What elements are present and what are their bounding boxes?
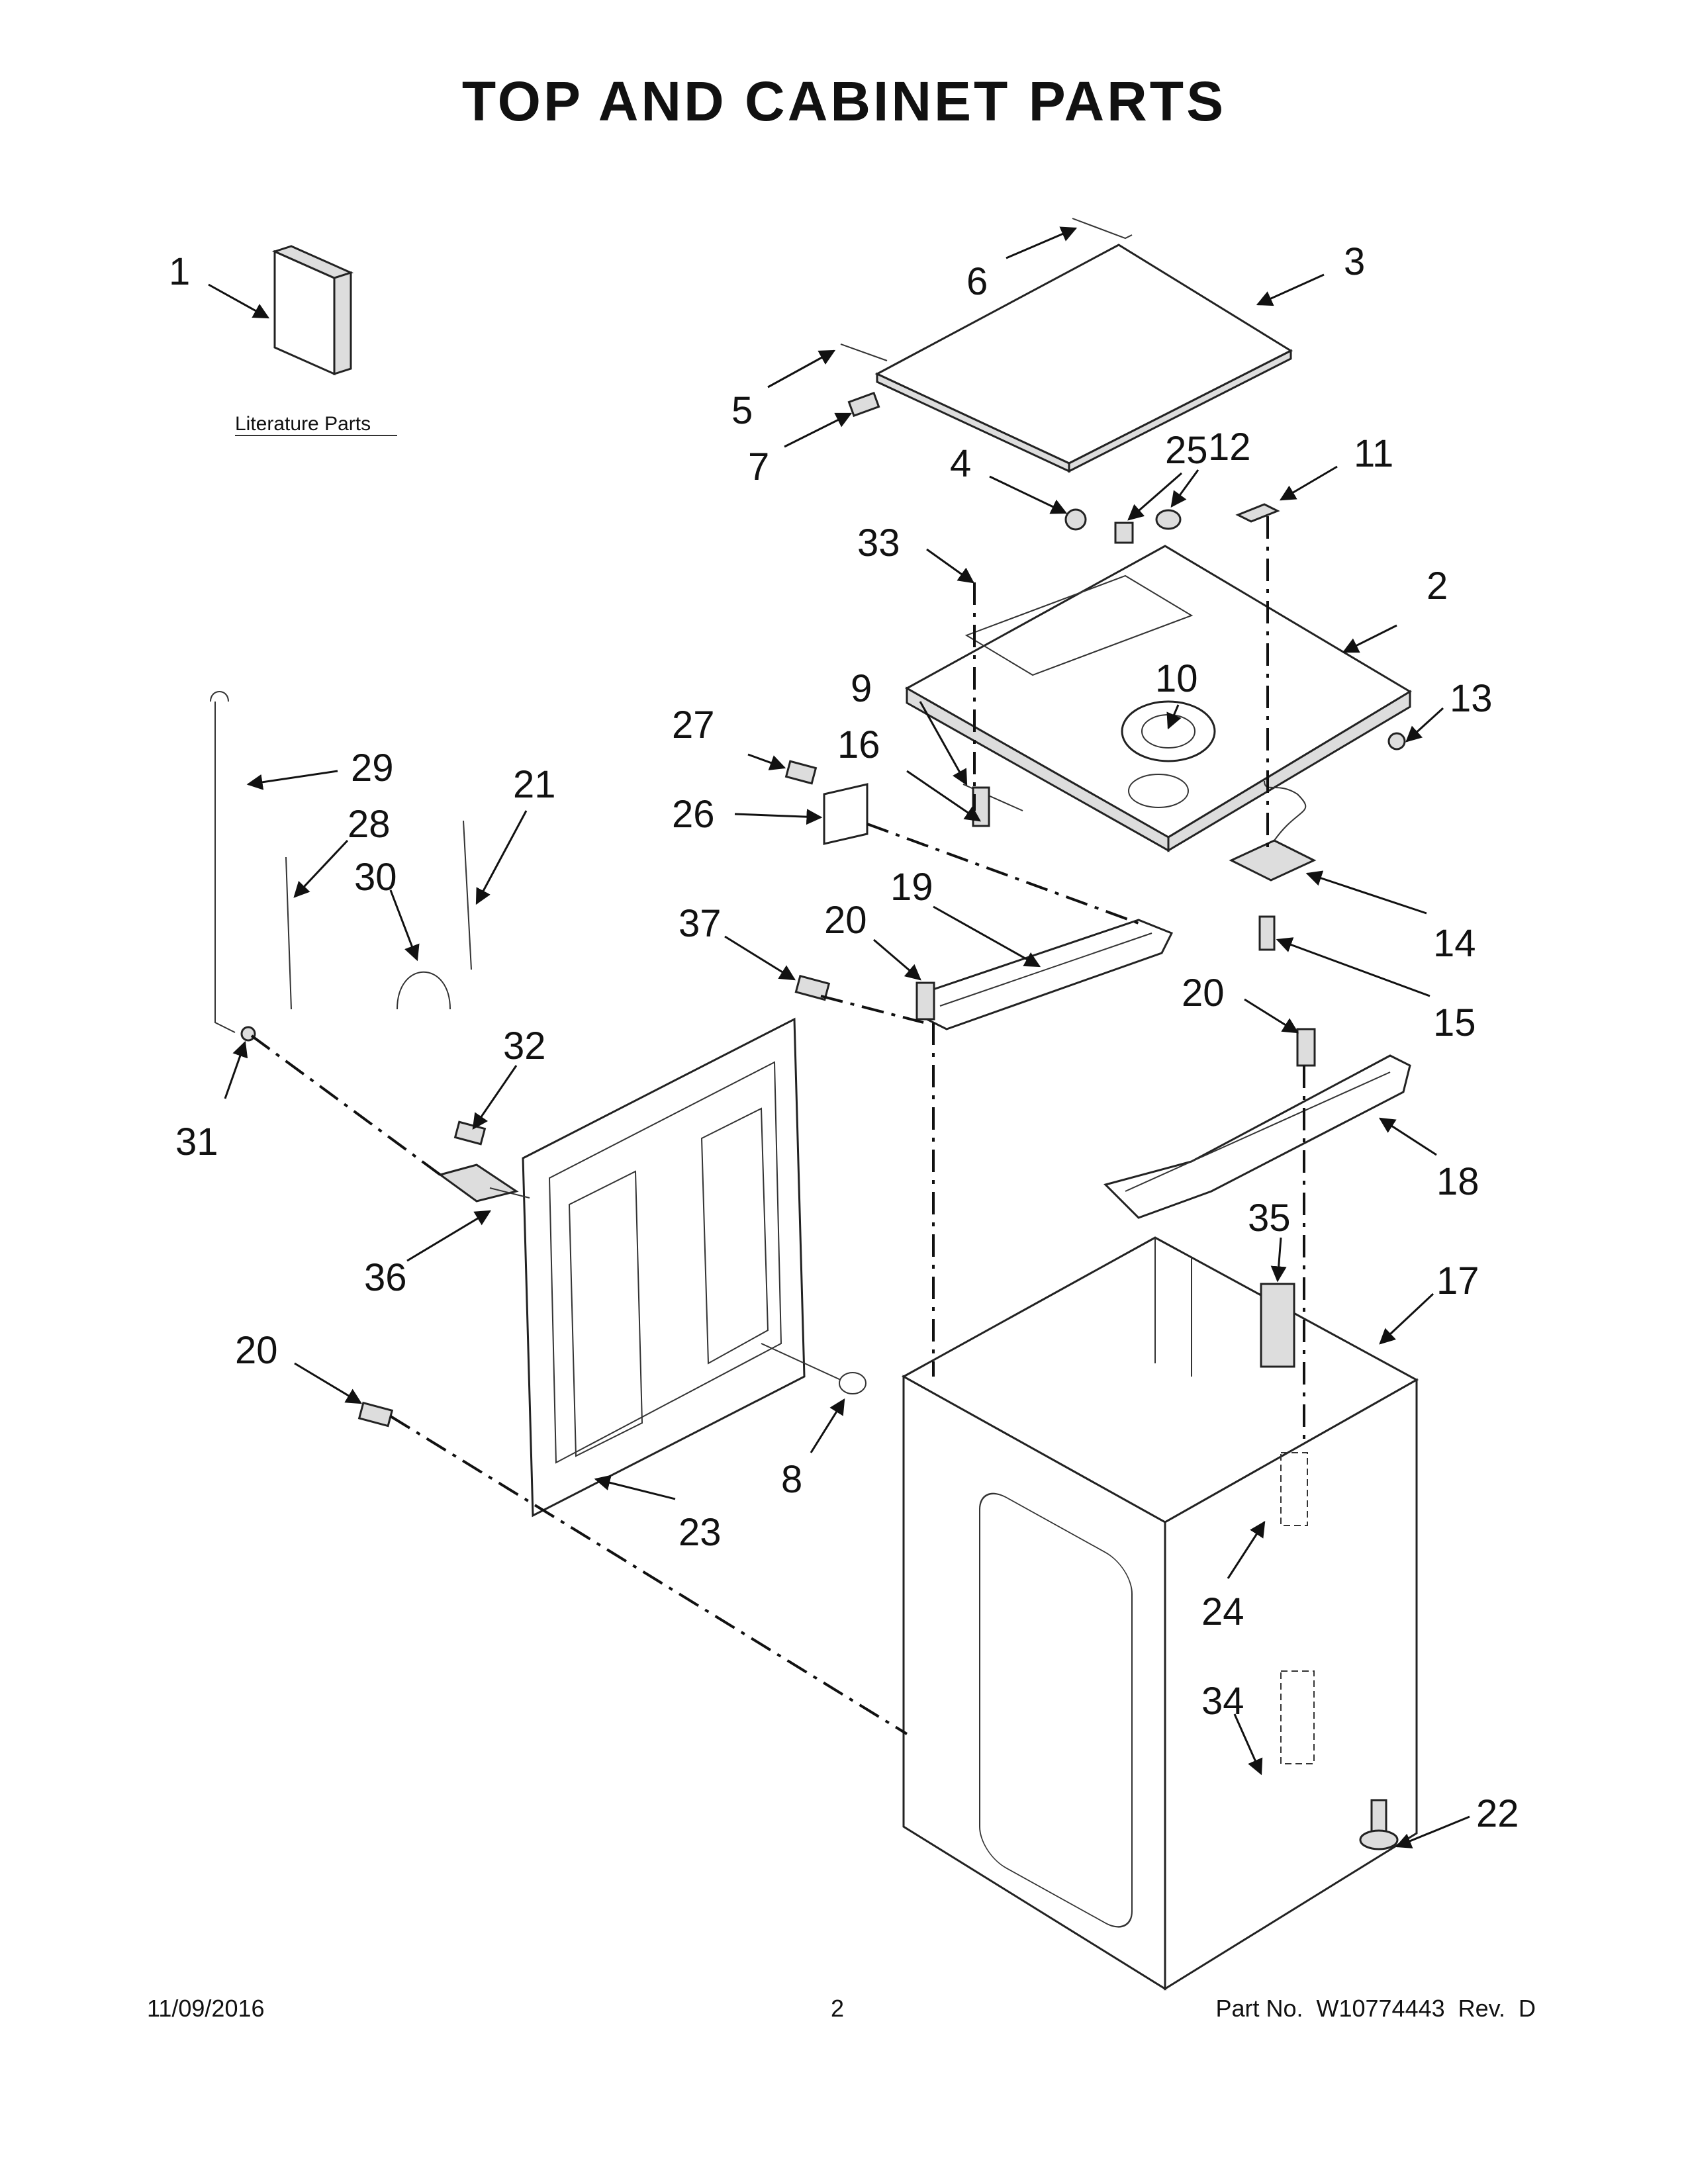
callout-1: 1: [169, 250, 190, 293]
screw-15: [1258, 915, 1276, 951]
screw-20-right: [1296, 1028, 1316, 1067]
footer-date: 11/09/2016: [147, 1995, 265, 2022]
footer-page-number: 2: [831, 1995, 845, 2022]
callout-27: 27: [672, 704, 715, 747]
label-24: [1280, 1452, 1308, 1526]
callout-13: 13: [1450, 677, 1493, 720]
top-panel: [904, 545, 1412, 852]
callout-30: 30: [354, 856, 397, 899]
callout-33: 33: [857, 522, 900, 565]
callout-12: 12: [1208, 426, 1251, 469]
rear-cross-brace: [922, 919, 1174, 1030]
rear-panel: [522, 1017, 806, 1518]
callout-20-b: 20: [1182, 972, 1225, 1015]
lid-hinge-pins: [840, 218, 1133, 418]
screw-37: [794, 974, 831, 1001]
callout-15: 15: [1433, 1001, 1476, 1044]
drain-hose-form: [397, 971, 451, 1010]
footer-part-number: Part No. W10774443 Rev. D: [1215, 1995, 1536, 2022]
callout-20-c: 20: [235, 1329, 278, 1372]
callout-36: 36: [364, 1256, 407, 1299]
callout-29: 29: [351, 747, 394, 790]
callout-9: 9: [851, 667, 872, 710]
callout-6: 6: [966, 260, 988, 303]
callout-24: 24: [1201, 1590, 1244, 1633]
grommet-12: [1155, 509, 1182, 530]
callout-8: 8: [781, 1458, 802, 1501]
callout-numbers: 1 2 3 4 5 6 7 8 9 10 11 12 13 14 15 16 1…: [169, 240, 1519, 1835]
clamp-31: [240, 1026, 256, 1042]
callout-26: 26: [672, 793, 715, 836]
callout-2: 2: [1427, 565, 1448, 608]
alignment-lines: [250, 516, 1305, 1735]
lid-bumper: [1064, 508, 1087, 531]
callout-22: 22: [1476, 1792, 1519, 1835]
literature-parts-booklet: Literature Parts: [235, 245, 397, 436]
screw-25: [1114, 522, 1134, 544]
callout-19: 19: [890, 866, 933, 909]
callout-34: 34: [1201, 1680, 1244, 1723]
callout-20-a: 20: [824, 899, 867, 942]
screw-20-lower: [357, 1401, 394, 1428]
callout-37: 37: [679, 902, 722, 945]
callout-11: 11: [1354, 432, 1393, 475]
callout-17: 17: [1436, 1259, 1479, 1302]
bracket-26: [823, 783, 868, 845]
callout-23: 23: [679, 1511, 722, 1554]
callout-31: 31: [175, 1120, 218, 1163]
callout-35: 35: [1248, 1197, 1291, 1240]
front-cross-brace: [1103, 1054, 1411, 1219]
callout-5: 5: [731, 389, 753, 432]
callout-32: 32: [503, 1024, 546, 1068]
leveling-leg: [1359, 1799, 1399, 1850]
label-35: [1260, 1283, 1295, 1368]
lid: [874, 244, 1293, 473]
drain-hose: [214, 702, 236, 1033]
leader-arrows: [208, 226, 1470, 1848]
screw-27: [784, 760, 818, 785]
label-34: [1280, 1670, 1315, 1764]
callout-14: 14: [1433, 922, 1476, 965]
page-title: TOP AND CABINET PARTS: [461, 70, 1227, 132]
screw-20-left: [915, 981, 935, 1021]
drain-hose-connector: [438, 1163, 530, 1203]
inlet-hose-fitting: [761, 1343, 841, 1381]
cable-tie-21: [463, 820, 472, 970]
lid-switch-actuator: [1235, 503, 1280, 523]
callout-4: 4: [950, 442, 971, 485]
callout-21: 21: [513, 763, 556, 806]
cabinet: [901, 1236, 1419, 1991]
callout-10: 10: [1155, 657, 1198, 700]
callout-7: 7: [748, 445, 769, 488]
hose-clamp-8: [839, 1372, 867, 1394]
callout-25: 25: [1165, 429, 1208, 472]
clip-13: [1387, 732, 1406, 751]
callout-3: 3: [1344, 240, 1365, 283]
callout-18: 18: [1436, 1160, 1479, 1203]
cable-tie-28: [285, 856, 292, 1010]
callout-28: 28: [348, 803, 391, 846]
screw-32: [453, 1120, 487, 1146]
callout-16: 16: [837, 723, 880, 766]
literature-parts-label: Literature Parts: [235, 413, 371, 435]
